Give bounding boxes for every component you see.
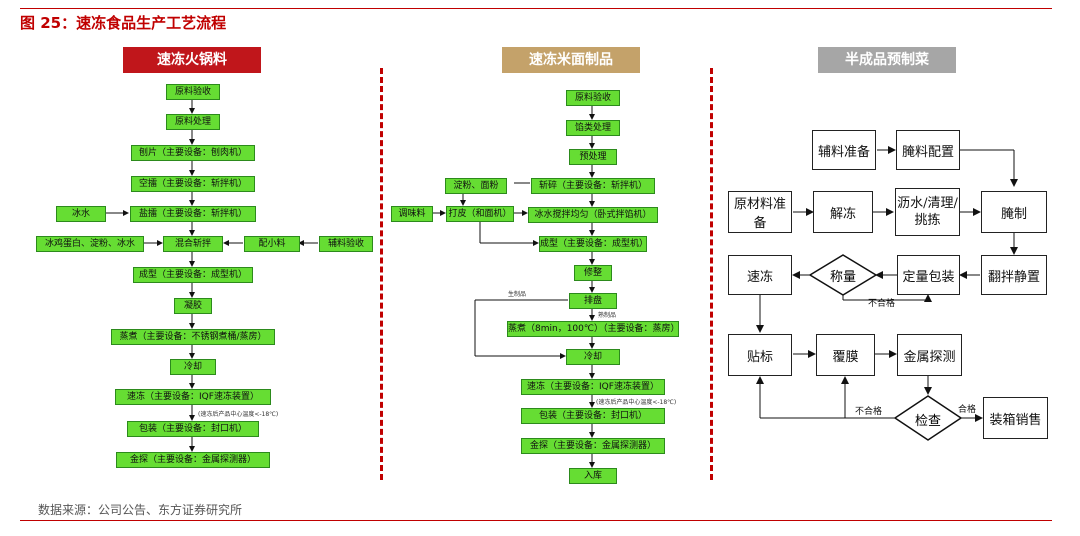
hotpot-step-1: 原料验收 [166, 84, 220, 100]
hotpot-step-3: 刨片（主要设备：刨肉机） [131, 145, 255, 161]
hotpot-mix-inputs: 冰鸡蛋白、淀粉、冰水 [36, 236, 144, 252]
hotpot-step-10: 冷却 [170, 359, 216, 375]
hotpot-step-2: 原料处理 [166, 114, 220, 130]
flour-step-6: 成型（主要设备：成型机） [539, 236, 648, 252]
hotpot-small-mix: 配小料 [244, 236, 300, 252]
prep-marinate: 腌制 [981, 191, 1047, 233]
banner-prepared: 半成品预制菜 [818, 47, 956, 73]
flour-step-14: 入库 [569, 468, 617, 484]
flour-starch: 淀粉、面粉 [445, 178, 507, 194]
flour-seasoning: 调味料 [391, 206, 433, 222]
flour-dough: 打皮（和面机） [446, 206, 514, 222]
flour-temp-note: (速冻后产品中心温度<-18℃) [596, 399, 677, 406]
prep-sell: 装箱销售 [983, 397, 1048, 439]
bottom-rule [20, 520, 1052, 521]
figure-title: 图 25：速冻食品生产工艺流程 [20, 14, 227, 32]
flour-step-8: 排盘 [569, 293, 617, 309]
flour-step-12: 包装（主要设备：封口机） [521, 408, 665, 424]
flour-step-1: 原料验收 [566, 90, 620, 106]
hotpot-step-6: 混合斩拌 [163, 236, 223, 252]
prep-stir: 翻拌静置 [981, 255, 1047, 295]
banner-hotpot: 速冻火锅料 [123, 47, 261, 73]
flour-raw-label: 生制品 [508, 291, 527, 298]
prep-metal: 金属探测 [897, 334, 962, 376]
hotpot-aux-check: 辅料验收 [319, 236, 373, 252]
prep-pass-label: 合格 [958, 405, 977, 415]
prep-marinade-cfg: 腌料配置 [896, 130, 960, 170]
flour-step-9: 蒸煮（8min，100℃）（主要设备：蒸房） [507, 321, 679, 337]
hotpot-step-11: 速冻（主要设备：IQF速冻装置） [115, 389, 271, 405]
banner-flour: 速冻米面制品 [502, 47, 640, 73]
prep-aux: 辅料准备 [812, 130, 876, 170]
flour-step-13: 金探（主要设备：金属探测器） [521, 438, 665, 454]
prep-fail-label-2: 不合格 [855, 407, 883, 417]
weigh-diamond [808, 254, 878, 296]
prep-film: 覆膜 [816, 334, 875, 376]
flour-step-4: 斩碎（主要设备：斩拌机） [531, 178, 655, 194]
flour-step-2: 馅类处理 [566, 120, 620, 136]
hotpot-step-7: 成型（主要设备：成型机） [133, 267, 253, 283]
source-note: 数据来源：公司公告、东方证券研究所 [38, 503, 243, 517]
prep-pack: 定量包装 [897, 255, 960, 295]
prep-weigh: 称量 [829, 270, 856, 285]
hotpot-step-4: 空擂（主要设备：斩拌机） [131, 176, 255, 192]
flour-step-11: 速冻（主要设备：IQF速冻装置） [521, 379, 665, 395]
hotpot-step-8: 凝胶 [174, 298, 212, 314]
prep-thaw: 解冻 [813, 191, 873, 233]
check-diamond [893, 395, 963, 441]
hotpot-ice-water: 冰水 [56, 206, 106, 222]
prep-raw: 原材料准备 [728, 191, 792, 233]
prep-label: 贴标 [728, 334, 792, 376]
hotpot-step-9: 蒸煮（主要设备：不锈钢煮桶/蒸房） [111, 329, 275, 345]
flour-step-3: 预处理 [569, 149, 617, 165]
top-rule [20, 8, 1052, 9]
hotpot-step-12: 包装（主要设备：封口机） [127, 421, 259, 437]
hotpot-step-13: 金探（主要设备：金属探测器） [116, 452, 270, 468]
prep-freeze: 速冻 [728, 255, 792, 295]
prep-check: 检查 [914, 414, 941, 429]
flour-cooked-label: 熟制品 [598, 312, 617, 319]
hotpot-step-5: 盐擂（主要设备：斩拌机） [130, 206, 256, 222]
divider-right [710, 68, 713, 480]
prep-drain: 沥水/清理/挑拣 [895, 188, 960, 236]
divider-left [380, 68, 383, 480]
hotpot-temp-note: (速冻后产品中心温度<-18℃) [198, 411, 279, 418]
flour-step-7: 修整 [574, 265, 612, 281]
flour-step-5: 冰水搅拌均匀（卧式拌馅机） [528, 207, 658, 223]
flour-step-10: 冷却 [566, 349, 620, 365]
prep-fail-label-1: 不合格 [868, 299, 896, 309]
